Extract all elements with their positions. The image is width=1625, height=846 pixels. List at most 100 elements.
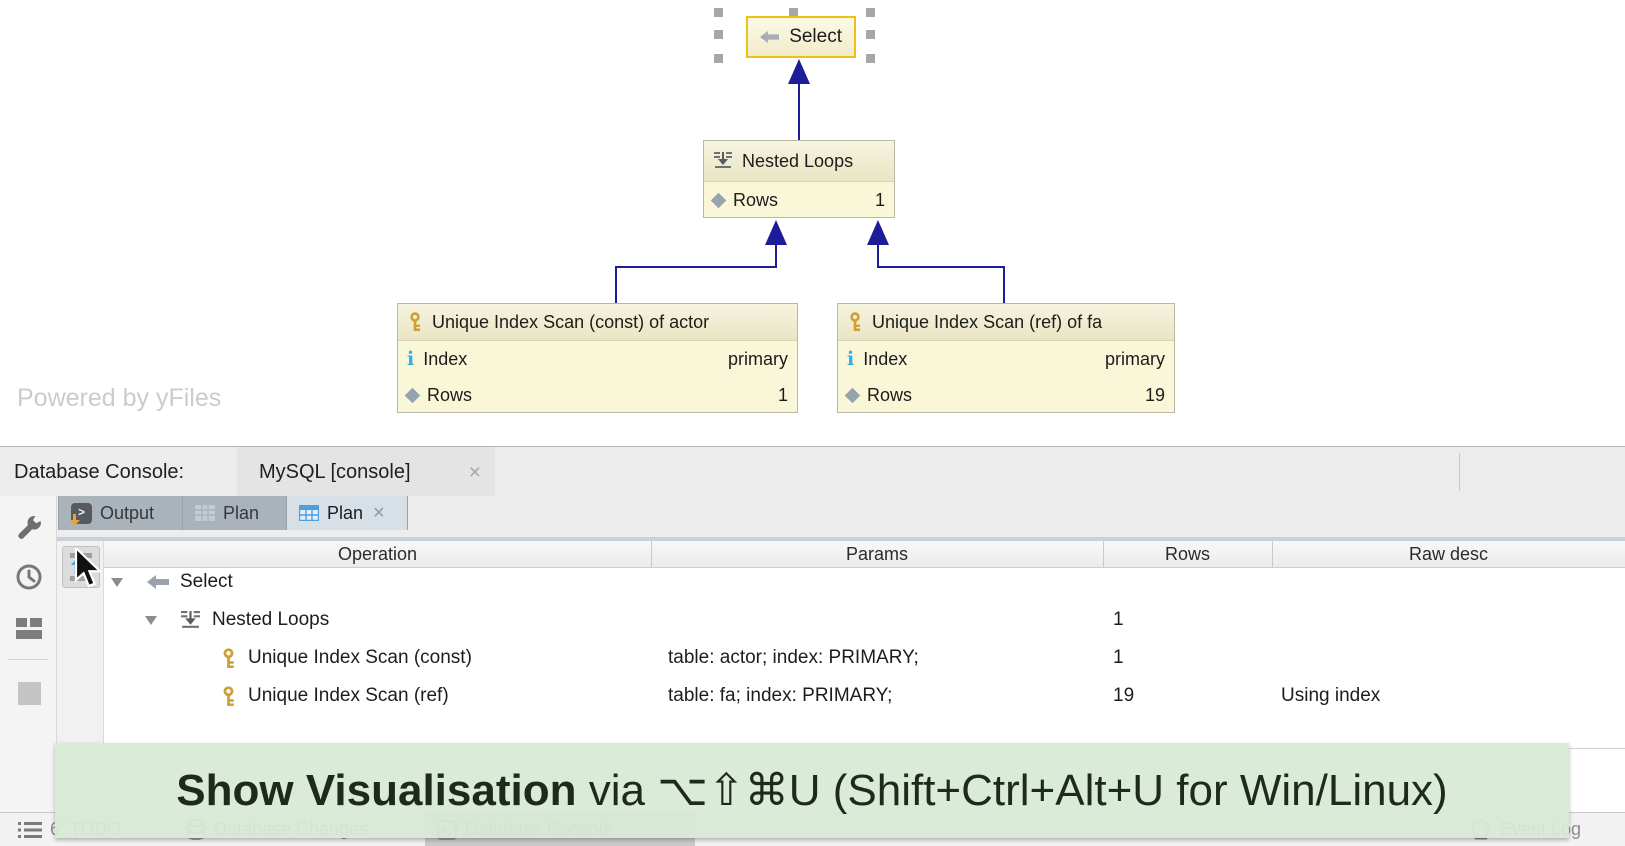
console-tab-mysql[interactable]: MySQL [console] × <box>237 447 495 497</box>
operation-cell: Unique Index Scan (ref) <box>248 685 449 706</box>
column-header-rawdesc[interactable]: Raw desc <box>1408 544 1489 564</box>
attr-value: 1 <box>777 384 788 405</box>
console-tab-label: MySQL [console] <box>259 460 411 483</box>
attr-value: primary <box>1104 348 1165 369</box>
diamond-icon <box>710 192 727 208</box>
attr-label: Rows <box>427 384 473 405</box>
attr-value: primary <box>727 348 788 369</box>
params-cell: table: fa; index: PRIMARY; <box>668 685 893 706</box>
key-icon <box>410 312 420 331</box>
node-unique-index-scan-const[interactable]: Unique Index Scan (const) of actor i Ind… <box>397 303 798 413</box>
collapse-toggle[interactable] <box>111 563 123 601</box>
stop-icon <box>14 678 44 708</box>
key-icon <box>850 312 860 331</box>
rows-cell: 1 <box>1113 609 1124 630</box>
console-tool-tabstrip: > Output Plan Plan × <box>0 496 1625 537</box>
tool-windows-icon[interactable] <box>14 614 44 644</box>
rawdesc-cell: Using index <box>1281 685 1381 706</box>
close-icon[interactable]: × <box>468 460 481 484</box>
edge-arrowhead <box>788 59 810 84</box>
column-header-params[interactable]: Params <box>845 544 908 564</box>
operation-cell: Unique Index Scan (const) <box>248 647 472 668</box>
banner-shortcut-text: via ⌥⇧⌘U (Shift+Ctrl+Alt+U for Win/Linux… <box>576 766 1448 815</box>
clock-icon[interactable] <box>14 562 44 592</box>
info-icon: i <box>847 347 855 370</box>
edge-const-to-nested-v1 <box>615 267 617 303</box>
panel-top-accent <box>57 537 1625 541</box>
list-menu-icon <box>18 821 42 838</box>
node-unique-index-scan-ref[interactable]: Unique Index Scan (ref) of fa i Index pr… <box>837 303 1175 413</box>
yfiles-watermark: Powered by yFiles <box>17 384 222 412</box>
tab-output[interactable]: > Output <box>58 496 183 530</box>
column-divider[interactable] <box>1103 541 1104 567</box>
node-attr-index: i Index primary <box>398 341 797 377</box>
edge-ref-to-nested-h <box>877 266 1005 268</box>
status-menu[interactable] <box>18 813 42 846</box>
key-icon <box>220 677 237 715</box>
selection-handle[interactable] <box>714 30 723 39</box>
diamond-icon <box>404 387 421 403</box>
diamond-icon <box>844 387 861 403</box>
node-header: Unique Index Scan (const) of actor <box>398 304 797 341</box>
attr-value: 19 <box>1144 384 1165 405</box>
attr-label: Index <box>423 348 468 369</box>
console-output-icon: > <box>69 502 92 526</box>
database-console-header: Database Console: MySQL [console] × <box>0 446 1625 497</box>
table-grid-icon <box>195 505 215 521</box>
column-header-operation[interactable]: Operation <box>337 544 418 564</box>
rows-cell: 1 <box>1113 647 1124 668</box>
plan-visualization-canvas[interactable]: Select Nested Loops Rows 1 <box>0 0 1625 446</box>
column-divider[interactable] <box>1272 541 1273 567</box>
column-header-rows[interactable]: Rows <box>1164 544 1210 564</box>
plan-row-unique-index-scan-const[interactable]: Unique Index Scan (const) table: actor; … <box>104 639 1625 677</box>
node-attr-rows: Rows 19 <box>838 377 1174 413</box>
collapse-toggle[interactable] <box>145 601 157 639</box>
selection-handle[interactable] <box>714 8 723 17</box>
mouse-cursor <box>74 548 103 588</box>
params-cell: table: actor; index: PRIMARY; <box>668 647 919 668</box>
tab-plan-active[interactable]: Plan × <box>287 496 408 530</box>
stripe-divider <box>8 659 48 660</box>
attr-label: Rows <box>867 384 913 405</box>
plan-table-header: Operation Params Rows Raw desc <box>104 541 1625 568</box>
selection-handle[interactable] <box>714 54 723 63</box>
node-attr-rows: Rows 1 <box>704 182 894 218</box>
edge-nested-to-select <box>798 84 800 140</box>
close-icon[interactable]: × <box>373 501 385 524</box>
edge-ref-to-nested-v2 <box>877 245 879 267</box>
show-visualisation-hint-banner: Show Visualisation via ⌥⇧⌘U (Shift+Ctrl+… <box>55 743 1569 838</box>
table-grid-icon <box>299 505 319 521</box>
selection-handle[interactable] <box>866 30 875 39</box>
tab-plan-old[interactable]: Plan <box>183 496 287 530</box>
selection-handle[interactable] <box>866 8 875 17</box>
node-attr-rows: Rows 1 <box>398 377 797 413</box>
wrench-icon[interactable] <box>14 512 44 542</box>
plan-row-unique-index-scan-ref[interactable]: Unique Index Scan (ref) table: fa; index… <box>104 677 1625 715</box>
selection-handle[interactable] <box>866 54 875 63</box>
info-icon: i <box>407 347 415 370</box>
node-nested-loops[interactable]: Nested Loops Rows 1 <box>703 140 895 218</box>
plan-row-select[interactable]: Select <box>104 563 1625 601</box>
edge-arrowhead <box>765 220 787 245</box>
header-divider <box>1459 453 1460 491</box>
edge-ref-to-nested-v1 <box>1003 267 1005 303</box>
left-arrow-icon <box>146 563 170 601</box>
edge-const-to-nested-v2 <box>775 245 777 267</box>
node-select[interactable]: Select <box>746 16 856 58</box>
attr-value: 1 <box>874 189 885 210</box>
operation-cell: Nested Loops <box>212 609 330 630</box>
plan-row-nested-loops[interactable]: Nested Loops 1 <box>104 601 1625 639</box>
operation-cell: Select <box>180 571 233 592</box>
node-label: Nested Loops <box>742 150 854 171</box>
column-divider[interactable] <box>651 541 652 567</box>
tab-label: Output <box>100 502 155 523</box>
selection-handle[interactable] <box>789 8 798 17</box>
console-label: Database Console: <box>14 461 185 483</box>
left-tool-stripe <box>0 496 57 812</box>
nested-loops-icon <box>714 152 732 168</box>
banner-action-name: Show Visualisation <box>176 765 577 815</box>
attr-label: Index <box>863 348 908 369</box>
node-label: Select <box>789 26 842 47</box>
key-icon <box>220 639 237 677</box>
